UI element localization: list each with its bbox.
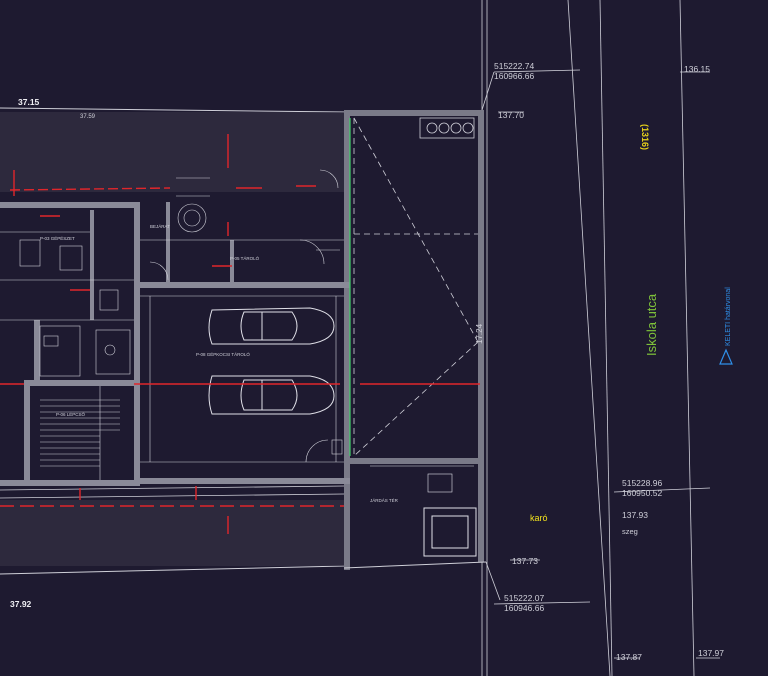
- text-labels: 515222.74 160966.66 136.15 137.70 37.15 …: [10, 61, 732, 662]
- elev-top-right: 136.15: [684, 64, 710, 74]
- street-boundary-lines: [481, 0, 720, 676]
- bin-enclosure: [370, 465, 477, 557]
- street-name: Iskola utca: [644, 293, 659, 356]
- elev-left-bottom: 37.92: [10, 599, 32, 609]
- karo-label: karó: [530, 513, 548, 523]
- room-garage-label: P-08 GÉPKOCSI TÁROLÓ: [196, 351, 250, 357]
- utility-meters: [419, 117, 475, 139]
- room-entry-label: BEJÁRAT: [150, 223, 170, 229]
- thin-lines: [0, 231, 344, 480]
- coord-top-1: 515222.74: [494, 61, 534, 71]
- fixture-symbols: [19, 177, 343, 455]
- dimension-17: 17.24: [475, 323, 484, 344]
- coord-bottom-1: 515222.07: [504, 593, 544, 603]
- car-lower: [208, 375, 335, 415]
- coord-mid-2: 160950.52: [622, 488, 662, 498]
- coord-mid-1: 515228.96: [622, 478, 662, 488]
- north-arrow-text: KELETI határvonal: [725, 287, 732, 346]
- coord-top-2: 160966.66: [494, 71, 534, 81]
- room-service-label: P-03 GÉPÉSZET: [40, 235, 75, 241]
- elev-bottom-mid: 137.87: [616, 652, 642, 662]
- elev-left-mid: 37.59: [80, 114, 96, 120]
- parcel-number: (1316): [640, 124, 650, 150]
- elev-mid: 137.93: [622, 510, 648, 520]
- building-outline: [0, 107, 487, 575]
- elev-gate: 137.73: [512, 556, 538, 566]
- elev-bottom-right: 137.97: [698, 648, 724, 658]
- room-storage-label: P-05 TÁROLÓ: [230, 255, 260, 261]
- elev-left-top: 37.15: [18, 97, 40, 107]
- hatched-terrace-top: [0, 112, 344, 566]
- door-swings: [149, 169, 340, 463]
- elev-corner-top: 137.70: [498, 110, 524, 120]
- room-bottom-left-label: P-06 LÉPCSŐ: [56, 411, 86, 417]
- north-arrow-icon: [719, 348, 733, 365]
- room-covered-label: JÁRDÁS TÉR: [370, 497, 399, 503]
- elev-mid-note: szeg: [622, 527, 638, 536]
- interior-walls: [0, 202, 350, 486]
- red-axis-lines: [0, 134, 480, 534]
- courtyard-diagonals: [353, 117, 479, 457]
- staircase: [40, 405, 120, 467]
- car-upper: [208, 307, 335, 345]
- coord-bottom-2: 160946.66: [504, 603, 544, 613]
